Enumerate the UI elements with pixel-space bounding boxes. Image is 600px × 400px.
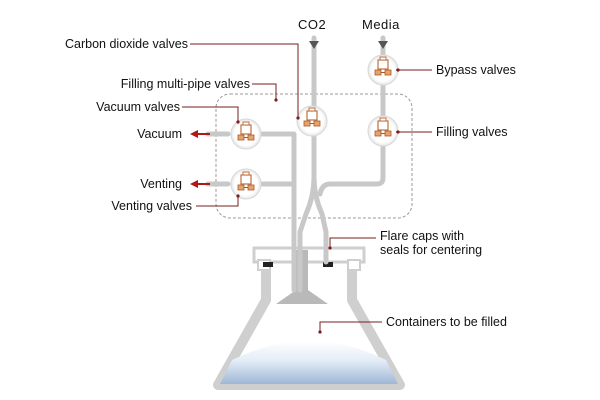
filling-valve-icon [367,115,399,147]
seal-right [323,262,333,267]
bypass-valve-icon [367,54,399,86]
media-arrow-icon [378,41,388,49]
container-flask [213,268,405,390]
containers-to-be-filled-label: Containers to be filled [386,315,507,329]
vacuum-arrow-icon [190,130,210,138]
co2-arrow-icon [309,41,319,49]
co2-label: CO2 [298,17,327,32]
carbon-dioxide-valve-icon [296,105,328,137]
media-label: Media [362,17,400,32]
venting-valve-icon [230,168,262,200]
flare-caps-label-line2: seals for centering [380,243,483,257]
manifold-dashed-box [215,93,413,219]
filling-multi-pipe-valves-label: Filling multi-pipe valves [120,77,250,91]
filling-valves-label: Filling valves [436,125,508,139]
flare-caps-label-line1: Flare caps with [380,229,465,243]
seal-left [263,262,273,267]
leader-lines [182,43,432,332]
vacuum-valves-label: Vacuum valves [96,100,180,114]
pipe-network [205,35,386,293]
bypass-valves-label: Bypass valves [436,63,516,77]
venting-label: Venting [140,177,182,191]
flare-cap [252,246,366,271]
vacuum-label: Vacuum [137,127,182,141]
carbon-dioxide-valves-label: Carbon dioxide valves [65,37,188,51]
liquid-surface [220,341,398,384]
venting-arrow-icon [190,180,210,188]
venting-valves-label: Venting valves [111,199,192,213]
vacuum-valve-icon [230,118,262,150]
leader-dots [236,68,400,334]
